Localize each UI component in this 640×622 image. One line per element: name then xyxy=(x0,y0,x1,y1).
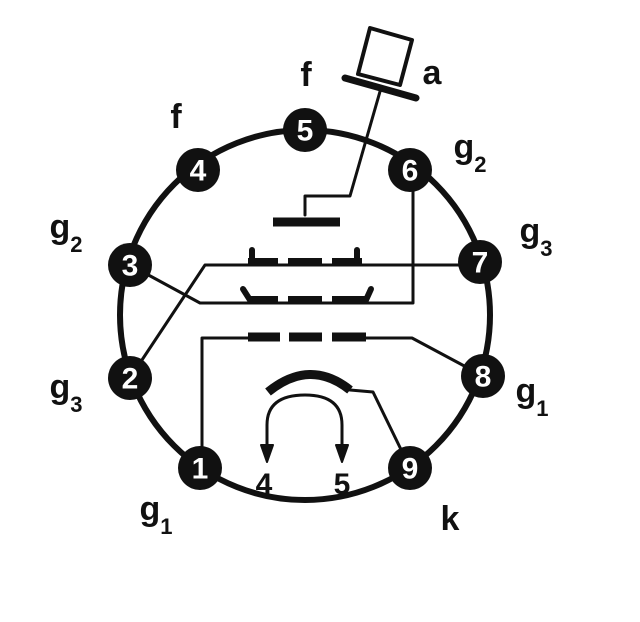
svg-text:6: 6 xyxy=(402,155,419,188)
label-pin7: g3 xyxy=(519,212,552,261)
label-pin4: f xyxy=(170,98,182,136)
filament-pin-label-4: 4 xyxy=(256,468,273,501)
svg-text:2: 2 xyxy=(122,363,139,396)
svg-text:9: 9 xyxy=(402,453,419,486)
pin-6: 6 xyxy=(388,148,432,192)
label-pin5: f xyxy=(300,56,312,94)
label-pin3: g2 xyxy=(49,208,82,257)
filament-pin-label-5: 5 xyxy=(334,468,351,501)
label-pin9: k xyxy=(441,500,460,538)
control-grid-g1 xyxy=(200,332,485,470)
label-anode-cap: a xyxy=(423,54,443,92)
label-pin8: g1 xyxy=(515,372,548,421)
pin-4: 4 xyxy=(176,148,220,192)
svg-text:4: 4 xyxy=(190,155,207,188)
label-pin6: g2 xyxy=(453,128,486,177)
svg-text:7: 7 xyxy=(472,247,489,280)
tube-envelope xyxy=(117,127,493,503)
label-pin1: g1 xyxy=(139,490,172,539)
svg-text:5: 5 xyxy=(297,115,314,148)
cathode xyxy=(265,370,412,470)
screen-grid-g2 xyxy=(128,168,415,305)
svg-text:3: 3 xyxy=(122,250,139,283)
pin-9: 9 xyxy=(388,446,432,490)
anode-cap xyxy=(303,26,420,217)
pin-7: 7 xyxy=(458,240,502,284)
pin-2: 2 xyxy=(108,356,152,400)
pin-3: 3 xyxy=(108,243,152,287)
heater-filament xyxy=(260,393,349,463)
svg-text:1: 1 xyxy=(192,453,209,486)
pin-8: 8 xyxy=(461,354,505,398)
label-pin2: g3 xyxy=(49,368,82,417)
pin-5: 5 xyxy=(283,108,327,152)
svg-text:8: 8 xyxy=(475,361,492,394)
suppressor-grid-g3 xyxy=(128,247,482,380)
pin-1: 1 xyxy=(178,446,222,490)
